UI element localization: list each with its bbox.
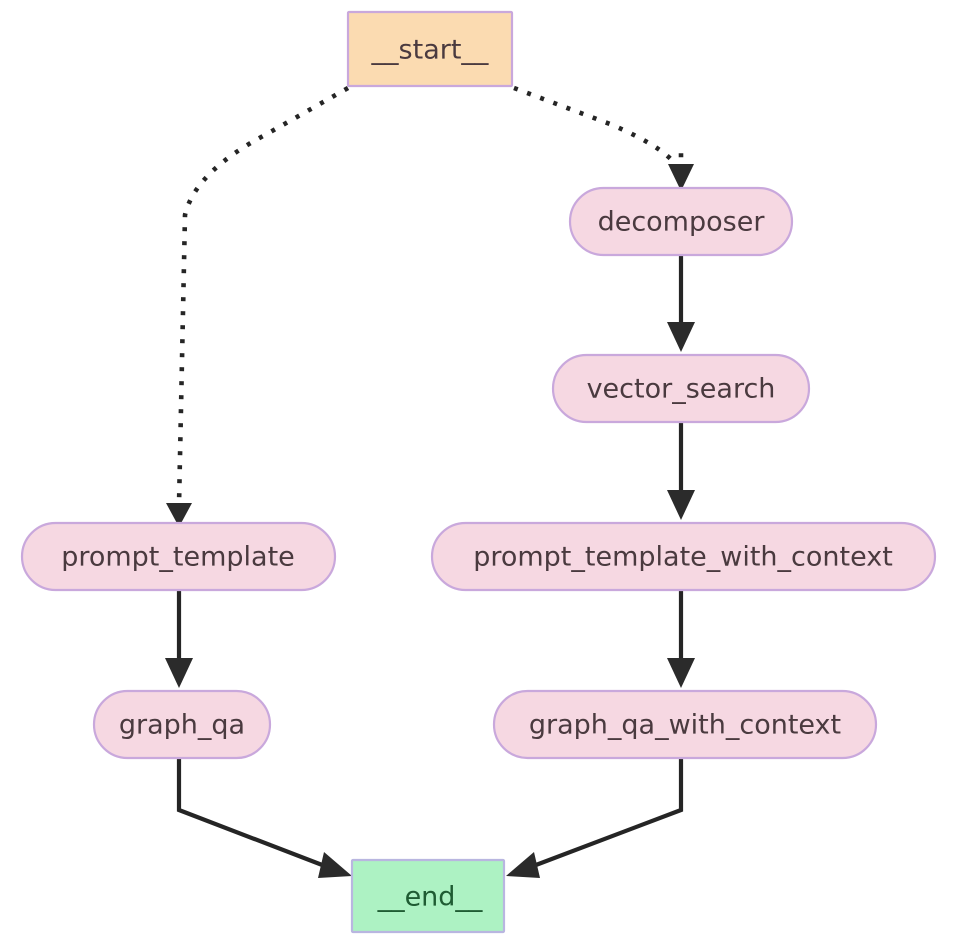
- node-vector-search[interactable]: vector_search: [551, 353, 811, 424]
- node-graph-qa-with-context[interactable]: graph_qa_with_context: [492, 689, 878, 760]
- node-graph-qa-with-context-label: graph_qa_with_context: [529, 710, 841, 741]
- arrowhead-decomposer: [668, 164, 694, 191]
- edge-path-graph-qa-end: [176, 758, 331, 870]
- edge-decomposer-to-vector-search: [667, 255, 695, 352]
- node-end[interactable]: __end__: [350, 858, 506, 934]
- edge-start-to-prompt-template: [166, 85, 350, 527]
- node-end-shape[interactable]: [350, 858, 506, 934]
- node-graph-qa-label: graph_qa: [119, 710, 245, 741]
- edge-path-start-decomposer: [513, 85, 684, 176]
- edge-start-to-decomposer: [513, 85, 694, 191]
- node-prompt-template-label: prompt_template: [61, 542, 295, 573]
- node-prompt-template-shape[interactable]: [20, 521, 337, 592]
- edge-graph-qa-with-context-to-end: [506, 758, 684, 878]
- node-prompt-template-with-context[interactable]: prompt_template_with_context: [430, 521, 937, 592]
- node-start[interactable]: __start__: [346, 10, 514, 88]
- node-decomposer-shape[interactable]: [568, 186, 794, 257]
- node-layer: __start__ decomposer vector_search promp…: [20, 10, 937, 934]
- edge-vector-search-to-prompt-template-with-context: [667, 422, 695, 520]
- arrowhead-vector-search: [667, 322, 695, 352]
- edge-path-start-prompt-template: [176, 85, 350, 506]
- arrowhead-prompt-template-with-context: [667, 490, 695, 520]
- node-vector-search-label: vector_search: [587, 374, 776, 405]
- arrowhead-end-left: [318, 852, 352, 878]
- node-end-label: __end__: [377, 882, 483, 913]
- edge-layer: [165, 85, 695, 878]
- node-start-shape[interactable]: [346, 10, 514, 88]
- node-prompt-template[interactable]: prompt_template: [20, 521, 337, 592]
- edge-prompt-template-to-graph-qa: [165, 590, 193, 688]
- node-decomposer-label: decomposer: [598, 207, 766, 238]
- edge-graph-qa-to-end: [176, 758, 352, 878]
- node-graph-qa-shape[interactable]: [92, 689, 272, 760]
- node-decomposer[interactable]: decomposer: [568, 186, 794, 257]
- node-graph-qa-with-context-shape[interactable]: [492, 689, 878, 760]
- arrowhead-end-right: [506, 852, 540, 878]
- arrowhead-prompt-template: [166, 503, 192, 527]
- node-prompt-template-with-context-label: prompt_template_with_context: [473, 542, 893, 573]
- arrowhead-graph-qa-with-context: [667, 658, 695, 688]
- arrowhead-graph-qa: [165, 658, 193, 688]
- node-graph-qa[interactable]: graph_qa: [92, 689, 272, 760]
- edge-ptwc-to-graph-qa-with-context: [667, 590, 695, 688]
- edge-path-graph-qa-with-context-end: [527, 758, 684, 870]
- node-vector-search-shape[interactable]: [551, 353, 811, 424]
- node-start-label: __start__: [371, 35, 489, 66]
- node-prompt-template-with-context-shape[interactable]: [430, 521, 937, 592]
